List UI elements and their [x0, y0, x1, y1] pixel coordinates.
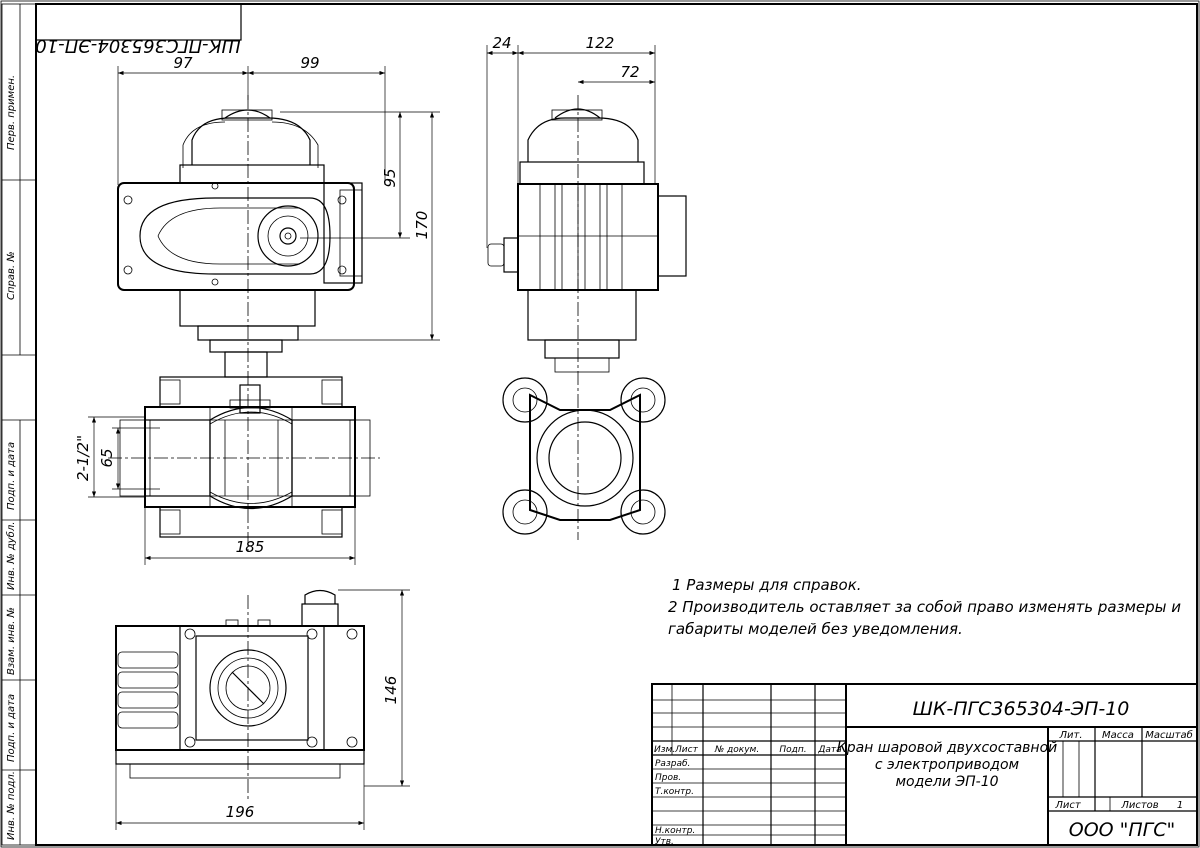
front-view: [108, 95, 380, 555]
dim-top-height: 146: [382, 676, 400, 705]
sheets-value: 1: [1177, 800, 1183, 811]
title-block: ШК-ПГС365304-ЭП-10 Кран шаровой двухсост…: [651, 683, 1198, 847]
dim-top-length: 196: [226, 803, 255, 821]
side-dimensions: 24 122 72: [486, 34, 656, 248]
note-line: 2 Производитель оставляет за собой право…: [668, 598, 1181, 616]
col-header: Изм.: [654, 745, 675, 755]
dim-front-left: 97: [173, 54, 193, 72]
dim-port-bore: 65: [98, 448, 116, 467]
side-labels: Перв. примен. Справ. № Подп. и дата Инв.…: [5, 75, 17, 840]
scale-label: Масштаб: [1145, 729, 1193, 741]
dim-port-size: 2-1/2": [74, 435, 92, 481]
side-label: Подп. и дата: [6, 694, 17, 762]
dim-side-width: 122: [586, 34, 615, 52]
role-label: Разраб.: [655, 759, 690, 769]
title-designation: ШК-ПГС365304-ЭП-10: [913, 698, 1130, 720]
role-label: Утв.: [655, 837, 674, 847]
top-view: [115, 589, 365, 800]
col-header: Лист: [674, 745, 699, 755]
company-name: ООО "ПГС": [1069, 819, 1176, 841]
title-name-line: Кран шаровой двухсоставной: [837, 740, 1057, 756]
col-header: Подп.: [779, 745, 806, 755]
dim-front-height-total: 170: [413, 211, 431, 240]
title-name-line: с электроприводом: [875, 757, 1020, 773]
side-label: Перв. примен.: [6, 75, 17, 150]
side-label: Взам. инв. №: [6, 607, 17, 675]
stamp-code: ШК-ПГС365304-ЭП-10: [35, 35, 240, 56]
role-label: Пров.: [655, 773, 681, 783]
side-view: [487, 95, 687, 540]
role-label: Т.контр.: [655, 787, 694, 797]
dim-front-right: 99: [300, 54, 319, 72]
sheet-label: Лист: [1054, 800, 1082, 811]
front-dimensions: 97 99 95 170 2-1/2" 65 185: [74, 54, 440, 565]
dim-side-offset: 24: [492, 34, 511, 52]
side-label: Инв. № дубл.: [5, 522, 17, 590]
col-header: № докум.: [714, 745, 759, 755]
title-name-line: модели ЭП-10: [895, 774, 998, 790]
mirrored-code-stamp: ШК-ПГС365304-ЭП-10: [35, 3, 242, 56]
note-line: 1 Размеры для справок.: [672, 576, 862, 594]
sheets-label: Листов: [1120, 800, 1158, 811]
side-label: Подп. и дата: [6, 442, 17, 510]
side-label: Справ. №: [6, 251, 17, 300]
dim-side-half: 72: [620, 63, 639, 81]
dim-front-height-upper: 95: [381, 168, 399, 187]
side-label: Инв. № подл.: [6, 771, 17, 840]
dim-body-length: 185: [236, 538, 265, 556]
notes: 1 Размеры для справок. 2 Производитель о…: [668, 576, 1181, 638]
role-label: Н.контр.: [655, 826, 695, 836]
top-dimensions: 146 196: [115, 589, 410, 830]
mass-label: Масса: [1102, 730, 1134, 741]
col-header: Дата: [817, 745, 841, 755]
note-line: габариты моделей без уведомления.: [668, 620, 963, 638]
lit-label: Лит.: [1058, 730, 1082, 741]
